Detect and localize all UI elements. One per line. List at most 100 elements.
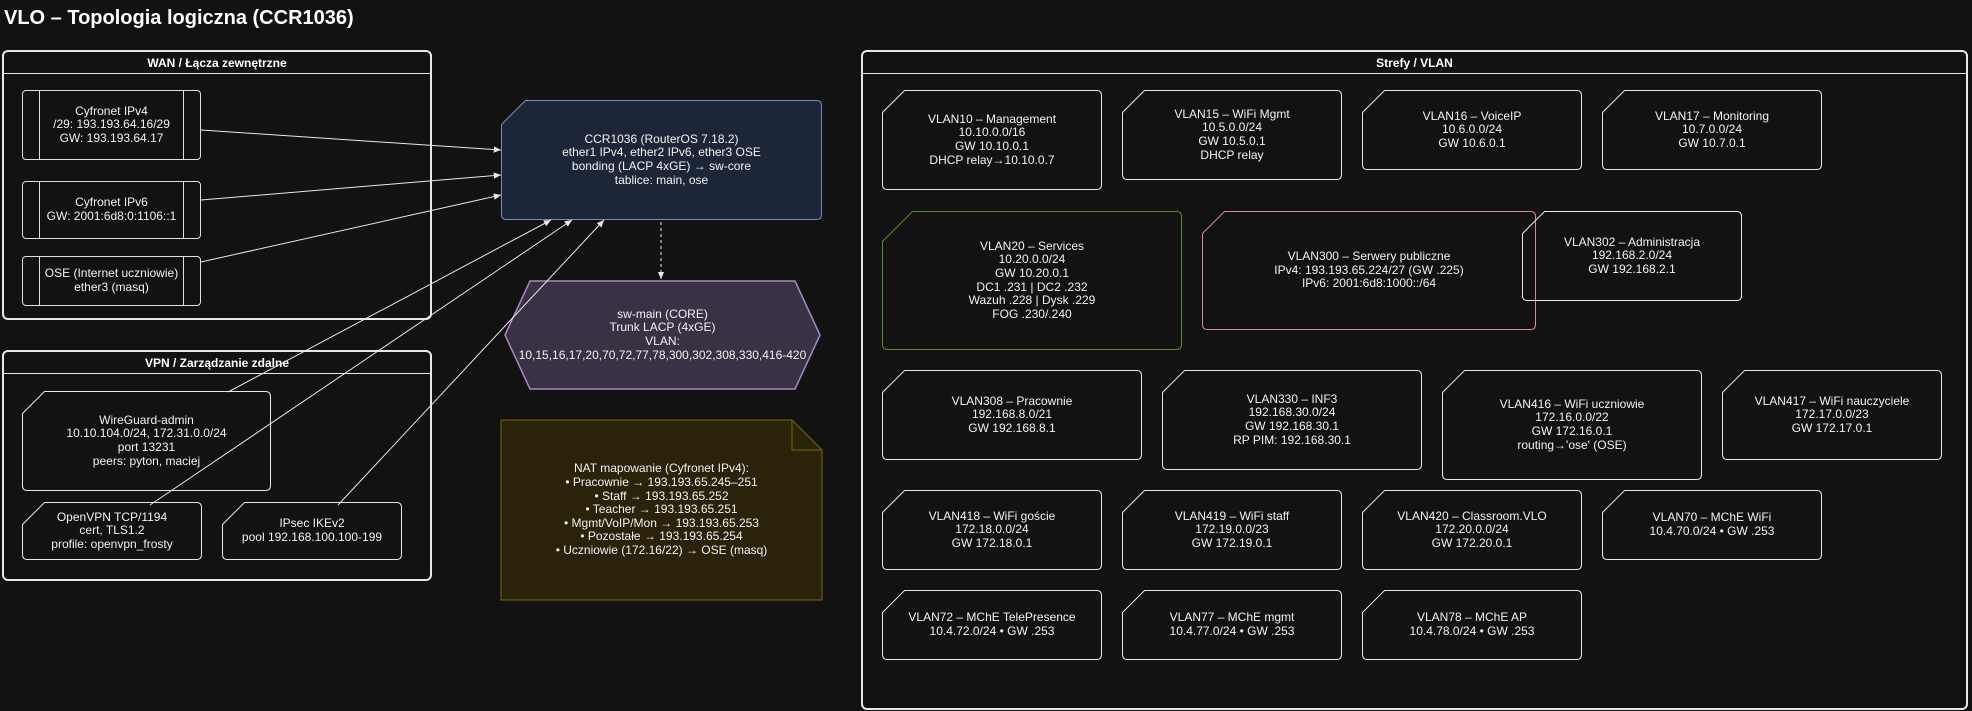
node-text-line: GW 192.168.30.1	[1244, 419, 1340, 433]
node-text-line: 172.20.0.0/24	[1435, 522, 1509, 537]
node-text-line: 10.10.0.0/16	[958, 125, 1026, 140]
node-text-line: 10.7.0.0/24	[1681, 122, 1743, 137]
node-text-line: cert, TLS1.2	[79, 523, 145, 538]
node-text-line: 10.4.70.0/24 • GW .253	[1649, 524, 1775, 538]
node-text-line: 10.6.0.0/24	[1441, 122, 1503, 137]
node-text-line: GW 172.18.0.1	[951, 535, 1033, 550]
node-text-line: VLAN72 – MChE TelePresence	[908, 610, 1076, 625]
node-text-line: 192.168.8.0/21	[971, 407, 1053, 422]
node-text-line: • Staff → 193.193.65.252	[594, 488, 729, 503]
node-text-line: 10.4.72.0/24 • GW .253	[929, 624, 1055, 638]
vlan416-wifi-uczniowie-shape	[1442, 370, 1702, 480]
edge-ipv6-router	[200, 172, 502, 201]
core-switch-shape	[504, 280, 821, 390]
node-text-line: GW 192.168.2.1	[1588, 261, 1676, 276]
vlan20-services-shape	[882, 211, 1182, 350]
vlan16-voiceip-shape	[1362, 90, 1582, 170]
node-text-line: DHCP relay	[1200, 147, 1264, 162]
node-text-line: /29: 193.193.64.16/29	[53, 117, 170, 132]
edge-ose-router	[200, 193, 502, 263]
router-ccr1036[interactable]: CCR1036 (RouterOS 7.18.2)ether1 IPv4, et…	[501, 100, 822, 220]
edge-ipv4-router	[200, 129, 502, 153]
vlan15-wifi-mgmt-shape	[1122, 90, 1342, 180]
node-text-line: VLAN416 – WiFi uczniowie	[1499, 396, 1645, 411]
node-text-line: sw-main (CORE)	[617, 306, 708, 321]
note-fold	[791, 420, 822, 451]
node-text-line: NAT mapowanie (Cyfronet IPv4):	[574, 461, 749, 476]
node-text-line: • Uczniowie (172.16/22) → OSE (masq)	[555, 542, 768, 557]
node-text-line: GW 172.17.0.1	[1791, 420, 1873, 435]
node-text-line: 10.20.0.0/24	[998, 252, 1066, 267]
node-text-line: VLAN417 – WiFi nauczyciele	[1754, 393, 1910, 408]
node-text-line: OpenVPN TCP/1194	[56, 509, 168, 524]
node-text-line: Cyfronet IPv6	[75, 195, 148, 210]
vlan420-classroom-shape	[1362, 490, 1582, 570]
node-text-line: DHCP relay→10.10.0.7	[929, 152, 1055, 167]
node-text-line: 10,15,16,17,20,70,72,77,78,300,302,308,3…	[518, 347, 807, 362]
node-text-line: tablice: main, ose	[614, 172, 709, 187]
node-text-line: GW 192.168.8.1	[968, 420, 1056, 435]
wan-group-title: WAN / Łącza zewnętrzne	[147, 56, 287, 70]
node-text-line: 172.17.0.0/23	[1795, 407, 1869, 422]
wan-link-ose[interactable]: OSE (Internet uczniowie)ether3 (masq)	[22, 256, 201, 306]
node-text-line: • Teacher → 193.193.65.251	[585, 502, 738, 517]
node-text-line: VLAN78 – MChE AP	[1416, 610, 1528, 625]
node-text-line: FOG .230/.240	[992, 306, 1072, 321]
node-text-line: OSE (Internet uczniowie)	[44, 266, 179, 281]
note-shape	[500, 419, 823, 601]
node-text-line: VLAN300 – Serwery publiczne	[1287, 249, 1451, 264]
node-text-line: VLAN20 – Services	[979, 238, 1085, 253]
node-text-line: VLAN418 – WiFi goście	[928, 508, 1056, 523]
vpn-ipsec-shape	[222, 502, 402, 560]
router-shape	[501, 100, 822, 220]
vlan72-mche-telepresence-shape	[882, 590, 1102, 660]
edge-openvpn-router	[149, 219, 573, 506]
node-text-line: GW 10.6.0.1	[1438, 135, 1506, 150]
node-text-line: port 13231	[117, 440, 176, 454]
zones-group: Strefy / VLAN	[861, 50, 1968, 710]
vlan10-management-shape	[882, 90, 1102, 190]
group-divider	[4, 73, 430, 74]
node-text-line: GW 10.7.0.1	[1678, 135, 1746, 150]
node-text-line: DC1 .231 | DC2 .232	[976, 279, 1088, 294]
vpn-group: VPN / Zarządzanie zdalne	[2, 350, 432, 581]
node-text-line: VLAN15 – WiFi Mgmt	[1174, 106, 1290, 121]
node-text-line: bonding (LACP 4xGE) → sw-core	[571, 159, 752, 173]
node-text-line: 172.16.0.0/22	[1535, 410, 1609, 425]
node-text-line: VLAN10 – Management	[927, 111, 1057, 126]
zones-group-title: Strefy / VLAN	[1376, 56, 1453, 70]
node-text-line: IPv4: 193.193.65.224/27 (GW .225)	[1274, 262, 1464, 277]
nat-mapping-note: NAT mapowanie (Cyfronet IPv4):• Pracowni…	[501, 420, 822, 600]
vlan300-public-servers-shape	[1202, 211, 1536, 330]
node-text-line: VLAN420 – Classroom.VLO	[1397, 508, 1547, 523]
node-text-line: routing→'ose' (OSE)	[1517, 437, 1627, 452]
core-switch[interactable]: sw-main (CORE)Trunk LACP (4xGE)VLAN:10,1…	[505, 281, 820, 389]
node-text-line: VLAN77 – MChE mgmt	[1169, 610, 1295, 625]
node-text-line: GW 172.19.0.1	[1191, 535, 1273, 550]
